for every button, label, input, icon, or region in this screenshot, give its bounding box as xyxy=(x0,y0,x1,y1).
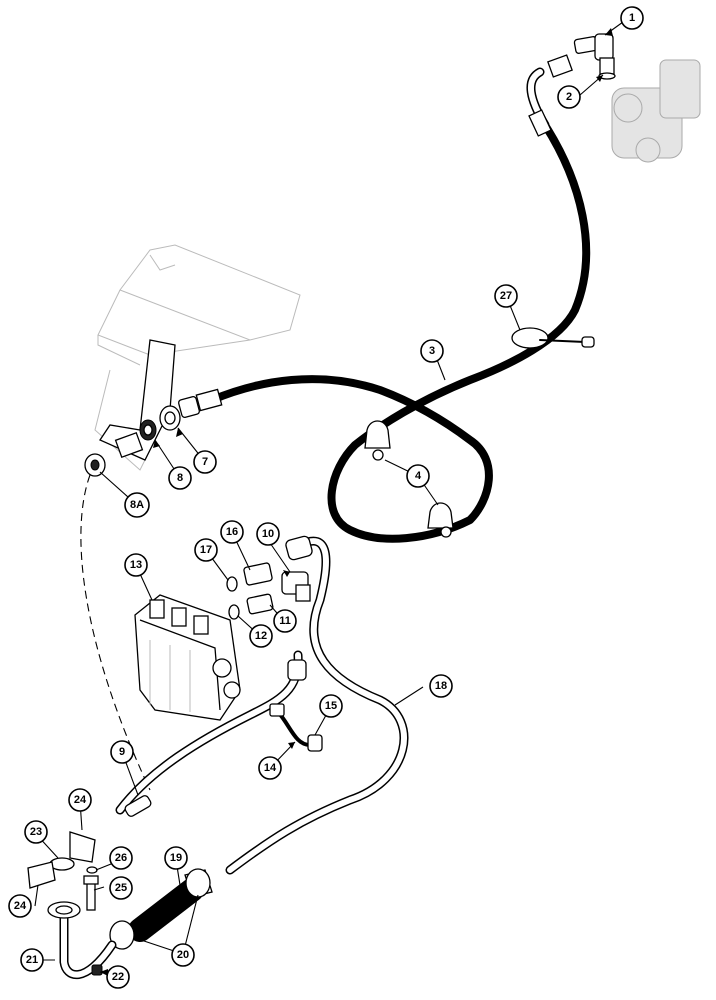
tube-9 xyxy=(115,650,307,817)
callout-15-label: 15 xyxy=(325,700,337,712)
arrowheads xyxy=(100,28,613,976)
callout-21: 21 xyxy=(20,948,44,972)
callout-18: 18 xyxy=(429,674,453,698)
callout-17-label: 17 xyxy=(200,544,212,556)
callout-19: 19 xyxy=(164,846,188,870)
callout-2-label: 2 xyxy=(566,91,572,103)
fitting-16 xyxy=(243,562,273,586)
washer-8 xyxy=(139,419,157,441)
o-ring-17 xyxy=(226,576,238,592)
tube-18 xyxy=(225,535,409,875)
callout-14: 14 xyxy=(258,756,282,780)
o-ring-2 xyxy=(598,57,616,80)
callout-22-label: 22 xyxy=(112,971,124,983)
callout-9-label: 9 xyxy=(119,746,125,758)
callout-24-lower-label: 24 xyxy=(14,900,27,912)
callout-7-label: 7 xyxy=(202,456,208,468)
callout-12-label: 12 xyxy=(255,630,267,642)
callout-8-label: 8 xyxy=(177,472,183,484)
callout-18-label: 18 xyxy=(435,680,447,692)
callout-13-label: 13 xyxy=(130,559,142,571)
washer-7 xyxy=(159,405,181,431)
washer-8a xyxy=(84,453,106,477)
callout-26-label: 26 xyxy=(115,852,127,864)
dashed-line-8a xyxy=(80,474,151,791)
callout-1: 1 xyxy=(620,6,644,30)
callout-9: 9 xyxy=(110,740,134,764)
callout-14-label: 14 xyxy=(264,762,277,774)
cable-tie-27 xyxy=(511,327,595,349)
callout-15: 15 xyxy=(319,694,343,718)
small-hose-14 xyxy=(269,703,312,747)
callout-11-label: 11 xyxy=(279,615,291,627)
hose-clamps-4 xyxy=(364,420,454,538)
callout-7: 7 xyxy=(193,450,217,474)
callout-2: 2 xyxy=(557,85,581,109)
callout-8a: 8A xyxy=(124,492,150,518)
callout-8: 8 xyxy=(168,466,192,490)
callout-4: 4 xyxy=(406,464,430,488)
callout-12: 12 xyxy=(249,624,273,648)
callout-3: 3 xyxy=(420,339,444,363)
callout-23-label: 23 xyxy=(30,826,42,838)
o-ring-12 xyxy=(228,604,240,620)
flange-half-24-lower xyxy=(27,861,56,889)
callout-17: 17 xyxy=(194,538,218,562)
plug-22 xyxy=(91,964,103,976)
callout-25: 25 xyxy=(109,876,133,900)
callout-25-label: 25 xyxy=(115,882,127,894)
callout-24-upper: 24 xyxy=(68,788,92,812)
bolt-25 xyxy=(83,875,99,911)
flange-half-24-upper xyxy=(69,831,96,863)
callout-3-label: 3 xyxy=(429,345,435,357)
elbow-fitting-10 xyxy=(281,571,311,602)
callout-4-label: 4 xyxy=(415,470,422,482)
callout-24-lower: 24 xyxy=(8,894,32,918)
callout-26: 26 xyxy=(109,846,133,870)
callout-27-label: 27 xyxy=(500,290,512,302)
steering-cylinder xyxy=(611,59,701,163)
fitting-11 xyxy=(246,593,274,615)
callout-16: 16 xyxy=(220,520,244,544)
callout-24-upper-label: 24 xyxy=(74,794,87,806)
hose-assembly-3 xyxy=(178,67,591,543)
fitting-15 xyxy=(307,734,323,752)
callout-19-label: 19 xyxy=(170,852,182,864)
callout-27: 27 xyxy=(494,284,518,308)
callout-22: 22 xyxy=(106,965,130,989)
callout-20-label: 20 xyxy=(177,949,189,961)
callout-10-label: 10 xyxy=(262,528,274,540)
callout-21-label: 21 xyxy=(26,954,38,966)
mounting-bracket xyxy=(99,339,176,461)
callout-23: 23 xyxy=(24,820,48,844)
callout-1-label: 1 xyxy=(629,12,635,24)
elbow-fitting-1 xyxy=(547,33,614,78)
elbow-tube-21 xyxy=(47,901,117,979)
control-valve-13 xyxy=(134,594,241,721)
callout-8a-label: 8A xyxy=(130,499,144,511)
callout-10: 10 xyxy=(256,522,280,546)
machine-frame xyxy=(94,244,301,471)
hose-clamps-20 xyxy=(109,868,211,950)
callout-11: 11 xyxy=(273,609,297,633)
callout-13: 13 xyxy=(124,553,148,577)
callout-16-label: 16 xyxy=(226,526,238,538)
washer-26 xyxy=(86,866,98,874)
callout-20: 20 xyxy=(171,943,195,967)
